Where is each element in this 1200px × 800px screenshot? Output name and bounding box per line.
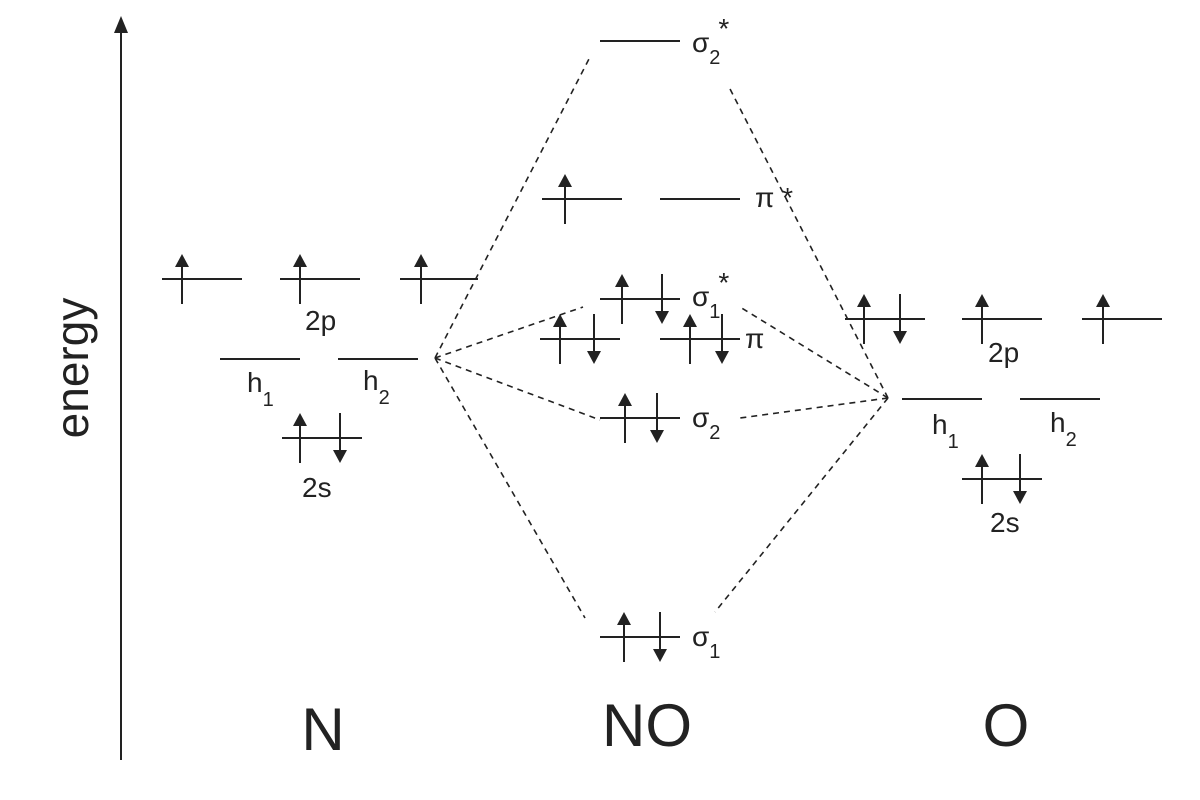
o-2p-label: 2p (988, 337, 1019, 368)
sigma1-star-label: σ1* (692, 267, 729, 323)
corr-o-sigma1 (714, 397, 889, 613)
o-atom-levels: 2p h1 h2 2s (845, 294, 1162, 538)
pi-2-electron-up (683, 314, 697, 364)
n-2s-label: 2s (302, 472, 332, 503)
electron-arrow-head (293, 254, 307, 267)
correlation-lines (434, 56, 889, 619)
pi-1-electron-up (553, 314, 567, 364)
electron-arrow-head (587, 351, 601, 364)
corr-n-sigma1 (434, 357, 586, 619)
o-2p-electron-1-up (857, 294, 871, 344)
electron-arrow-head (333, 450, 347, 463)
corr-o-sigma1-star (739, 306, 889, 399)
sigma2-label: σ2 (692, 402, 720, 444)
energy-axis-arrowhead (114, 16, 128, 33)
o-2s-electron-down (1013, 454, 1027, 504)
o-2s-label: 2s (990, 507, 1020, 538)
corr-n-sigma2 (434, 357, 601, 421)
n-2s-electron-up (293, 413, 307, 463)
electron-arrow-head (553, 314, 567, 327)
o-2p-electron-3 (1096, 294, 1110, 344)
atom-label-n: N (301, 696, 344, 763)
electron-arrow-head (1013, 491, 1027, 504)
corr-o-sigma2 (739, 397, 889, 419)
o-h2-label: h2 (1050, 407, 1077, 451)
o-2s-electron-up (975, 454, 989, 504)
n-2p-electron-2 (293, 254, 307, 304)
pi-star-label: π * (755, 182, 793, 213)
electron-arrow-head (618, 393, 632, 406)
sigma1-star-electron-down (655, 274, 669, 324)
sigma2-electron-up (618, 393, 632, 443)
energy-axis-title: energy (46, 298, 98, 439)
n-2s-electron-down (333, 413, 347, 463)
electron-arrow-head (655, 311, 669, 324)
molecule-label-no: NO (602, 692, 692, 759)
n-h1-label: h1 (247, 367, 274, 411)
electron-arrow-head (293, 413, 307, 426)
sigma2-star-label: σ2* (692, 13, 729, 69)
sigma1-star-electron-up (615, 274, 629, 324)
electron-arrow-head (857, 294, 871, 307)
pi-label: π (745, 323, 764, 354)
sigma1-electron-down (653, 612, 667, 662)
sigma1-label: σ1 (692, 621, 720, 663)
electron-arrow-head (683, 314, 697, 327)
electron-arrow-head (975, 294, 989, 307)
sigma2-electron-down (650, 393, 664, 443)
electron-arrow-head (615, 274, 629, 287)
electron-arrow-head (558, 174, 572, 187)
corr-n-sigma2-star (434, 56, 591, 359)
pi-1-electron-down (587, 314, 601, 364)
n-h2-label: h2 (363, 365, 390, 409)
corr-o-sigma2-star (727, 84, 889, 399)
no-molecule-levels: σ2* π * σ1* π σ2 σ1 (540, 13, 793, 663)
n-2p-label: 2p (305, 305, 336, 336)
electron-arrow-head (650, 430, 664, 443)
corr-n-sigma1-star (434, 306, 584, 359)
o-2p-electron-1-down (893, 294, 907, 344)
pi-2-electron-down (715, 314, 729, 364)
electron-arrow-head (175, 254, 189, 267)
electron-arrow-head (617, 612, 631, 625)
electron-arrow-head (893, 331, 907, 344)
pi-star-electron-up (558, 174, 572, 224)
n-2p-electron-3 (414, 254, 428, 304)
sigma1-electron-up (617, 612, 631, 662)
electron-arrow-head (975, 454, 989, 467)
electron-arrow-head (1096, 294, 1110, 307)
o-h1-label: h1 (932, 409, 959, 453)
electron-arrow-head (715, 351, 729, 364)
electron-arrow-head (414, 254, 428, 267)
o-2p-electron-2 (975, 294, 989, 344)
energy-axis: energy (46, 16, 128, 760)
atom-label-o: O (983, 692, 1030, 759)
electron-arrow-head (653, 649, 667, 662)
n-2p-electron-1 (175, 254, 189, 304)
n-atom-levels: 2p h1 h2 2s (162, 254, 478, 503)
